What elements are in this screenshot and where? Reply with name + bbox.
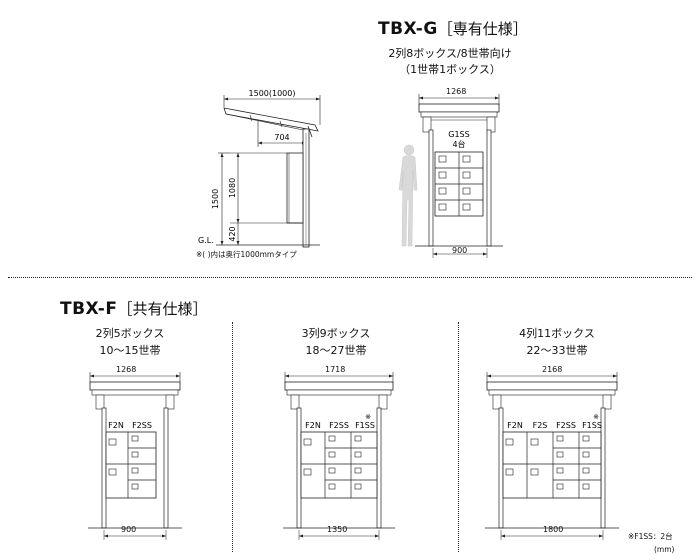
ground-label: G.L.: [198, 236, 214, 245]
f2-mark: ※: [365, 413, 371, 421]
side-height-box: 1080: [228, 178, 237, 198]
f1-top-width: 1268: [116, 365, 137, 374]
f3-mark: ※: [593, 413, 599, 421]
tbx-g-model: TBX-G: [378, 19, 438, 39]
g-unit-name: G1SS: [448, 130, 469, 139]
f3-col-label-3: F2SS: [556, 421, 576, 430]
f1-front-view: F2N F2SS: [88, 372, 182, 540]
person-silhouette-icon: [398, 144, 418, 247]
f2-front-view: ※ F2N F2SS F1SS: [283, 372, 395, 540]
side-height-total: 1500: [211, 189, 220, 209]
f1-desc-line2: 10〜15世帯: [99, 344, 161, 357]
side-width-label: 1500(1000): [249, 89, 296, 98]
f2-desc-line1: 3列9ボックス: [301, 327, 371, 340]
section-divider: [8, 277, 692, 278]
tbx-f-heading: TBX-F［共有仕様］: [60, 298, 207, 319]
f3-top-width: 2168: [542, 365, 563, 374]
footnote: ※F1SS：2台: [628, 532, 673, 541]
f2-bottom-width: 1350: [327, 525, 348, 534]
g-unit-count: 4台: [452, 139, 465, 149]
f1-bottom-width: 900: [121, 525, 137, 534]
f3-col-label-4: F1SS: [582, 421, 602, 430]
f2-desc-line2: 18〜27世帯: [305, 344, 367, 357]
f2-col-label-1: F2N: [305, 421, 321, 430]
tbx-g-type-label: ［専有仕様］: [437, 20, 528, 38]
column-divider-1: [232, 322, 233, 552]
side-height-base: 420: [228, 226, 237, 241]
f2-col-label-3: F1SS: [355, 421, 375, 430]
tbx-g-front-view: G1SS 4台: [398, 94, 503, 258]
f3-desc-line2: 22〜33世帯: [526, 344, 588, 357]
f3-front-view: ※ F2N F2S F2SS F1SS: [485, 372, 619, 540]
f3-col-label-2: F2S: [533, 421, 548, 430]
g-front-bottom-width: 900: [452, 246, 468, 255]
unit-label: (mm): [654, 545, 675, 554]
column-divider-2: [458, 322, 459, 552]
f1-col-label-1: F2N: [108, 421, 124, 430]
tbx-g-heading: TBX-G［専有仕様］: [378, 18, 528, 39]
f3-col-label-1: F2N: [507, 421, 523, 430]
tbx-g-desc-line2: （1世帯1ボックス）: [399, 63, 501, 76]
side-note: ※( )内は奥行1000mmタイプ: [196, 250, 297, 259]
f3-bottom-width: 1800: [543, 525, 564, 534]
tbx-f-type-label: ［共有仕様］: [117, 300, 208, 318]
f2-top-width: 1718: [325, 365, 346, 374]
f2-col-label-2: F2SS: [329, 421, 349, 430]
side-inner-label: 704: [274, 133, 289, 142]
tbx-g-side-view: 1500(1000) 704 1500 1080 420: [198, 89, 321, 248]
tbx-f-model: TBX-F: [60, 299, 118, 319]
tbx-g-desc-line1: 2列8ボックス/8世帯向け: [388, 47, 512, 60]
g-front-top-width: 1268: [446, 87, 467, 96]
f3-desc-line1: 4列11ボックス: [519, 327, 595, 340]
f1-desc-line1: 2列5ボックス: [95, 327, 165, 340]
f1-col-label-2: F2SS: [132, 421, 152, 430]
